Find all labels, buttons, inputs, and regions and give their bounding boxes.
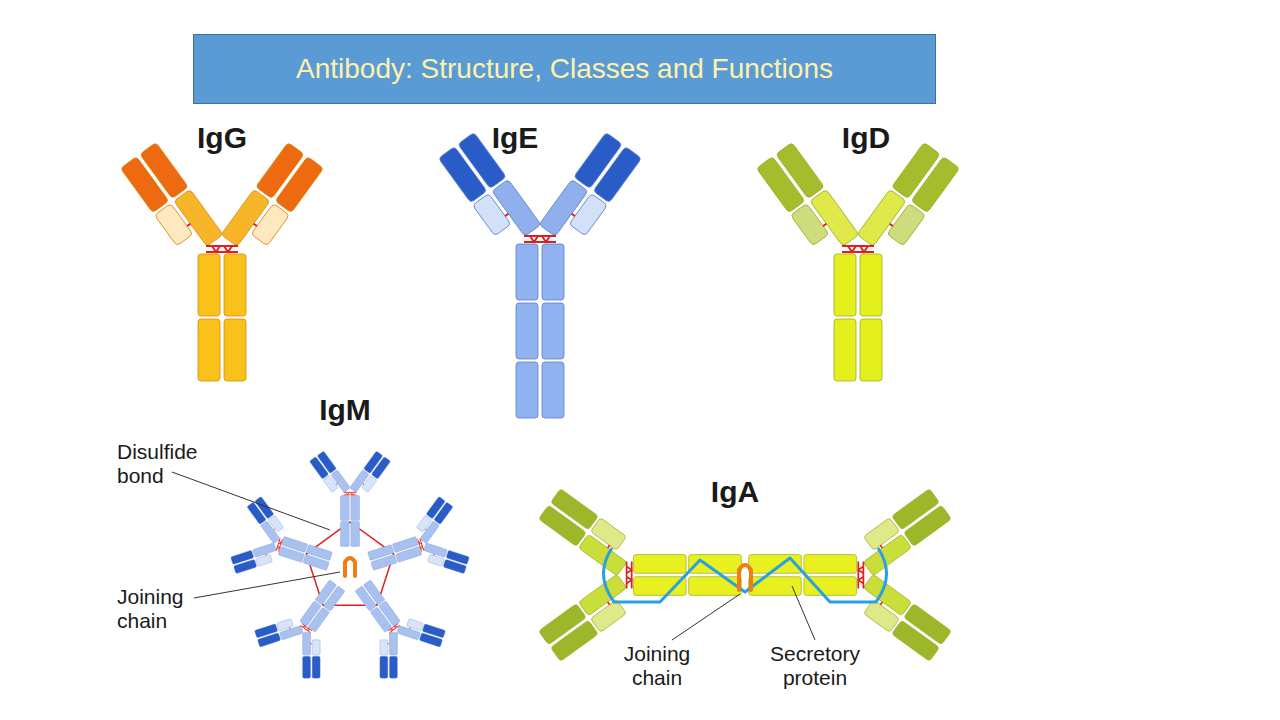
leader-line <box>672 594 740 640</box>
secretory-protein <box>603 548 886 602</box>
iga-dimer <box>539 489 952 662</box>
class-label: IgG <box>162 120 282 155</box>
title-banner: Antibody: Structure, Classes and Functio… <box>193 34 936 104</box>
joining-chain <box>739 565 751 590</box>
igd-monomer <box>756 142 959 381</box>
igm-pentamer <box>226 451 474 687</box>
igm-monomer <box>226 493 342 600</box>
leader-line <box>172 472 330 530</box>
class-label: IgM <box>285 392 405 427</box>
class-label: IgA <box>675 474 795 509</box>
iga-monomer <box>749 489 952 662</box>
part-label: Joining chain <box>602 642 712 690</box>
igm-monomer <box>309 451 390 546</box>
part-label: Disulfide bond <box>117 440 227 488</box>
ige-monomer <box>438 132 641 418</box>
joining-chain <box>345 558 355 576</box>
igm-monomer <box>330 562 452 687</box>
part-label: Secretory protein <box>755 642 875 690</box>
class-label: IgE <box>455 120 575 155</box>
igm-monomer <box>358 493 474 600</box>
leader-line <box>194 572 340 598</box>
igm-monomer <box>248 562 370 687</box>
igg-monomer <box>120 142 323 381</box>
part-label: Joining chain <box>117 585 227 633</box>
class-label: IgD <box>806 120 926 155</box>
leader-line <box>792 586 815 640</box>
iga-monomer <box>539 489 742 662</box>
